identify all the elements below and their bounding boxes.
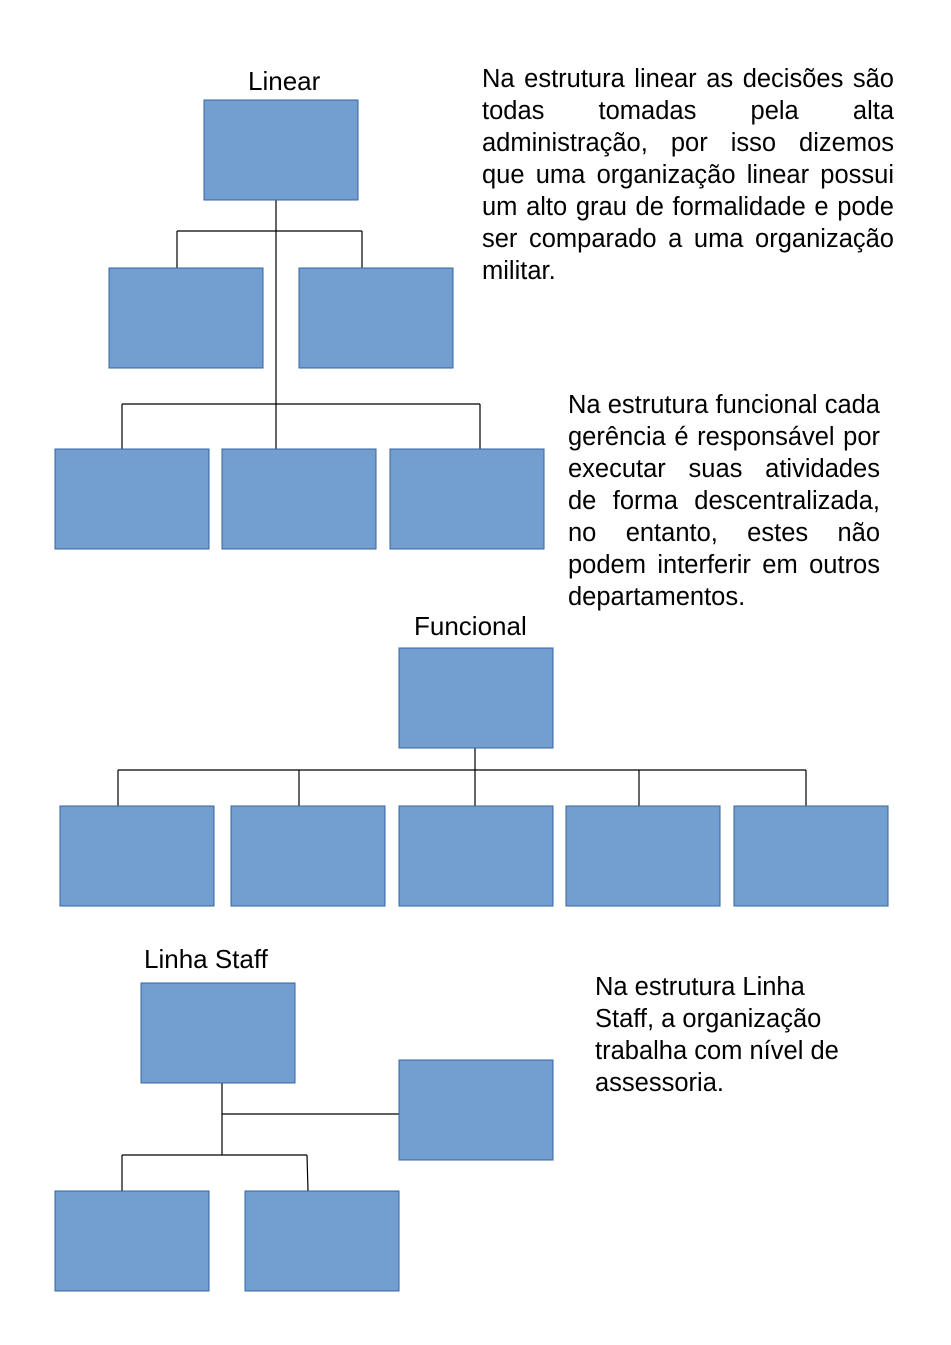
funcional-child-box-3 <box>398 805 554 907</box>
linha-staff-title: Linha Staff <box>144 944 268 974</box>
linear-level3-box-3 <box>389 448 545 550</box>
funcional-title: Funcional <box>414 611 527 641</box>
linear-root-box <box>203 99 359 201</box>
linear-description: Na estrutura linear as decisões são toda… <box>482 65 894 285</box>
funcional-child-box-1 <box>59 805 215 907</box>
linear-level3-box-1 <box>54 448 210 550</box>
funcional-root-box <box>398 647 554 749</box>
funcional-connector <box>117 748 807 806</box>
connectors <box>117 200 807 1192</box>
linha-staff-root-box <box>140 982 296 1084</box>
linha-staff-connector <box>121 1083 399 1192</box>
funcional-description: Na estrutura funcional cada gerência é r… <box>568 391 880 611</box>
linear-level2-box-1 <box>108 267 264 369</box>
boxes <box>54 99 889 1292</box>
linha-staff-staff-box <box>398 1059 554 1161</box>
linha-staff-description: Na estrutura Linha Staff, a organização … <box>595 973 839 1097</box>
funcional-child-box-4 <box>565 805 721 907</box>
linear-level2-box-2 <box>298 267 454 369</box>
linear-connector <box>121 200 481 449</box>
funcional-child-box-5 <box>733 805 889 907</box>
funcional-child-box-2 <box>230 805 386 907</box>
linear-level3-box-2 <box>221 448 377 550</box>
linha-staff-child-box-2 <box>244 1190 400 1292</box>
linha-staff-child-box-1 <box>54 1190 210 1292</box>
linear-title: Linear <box>248 66 321 96</box>
